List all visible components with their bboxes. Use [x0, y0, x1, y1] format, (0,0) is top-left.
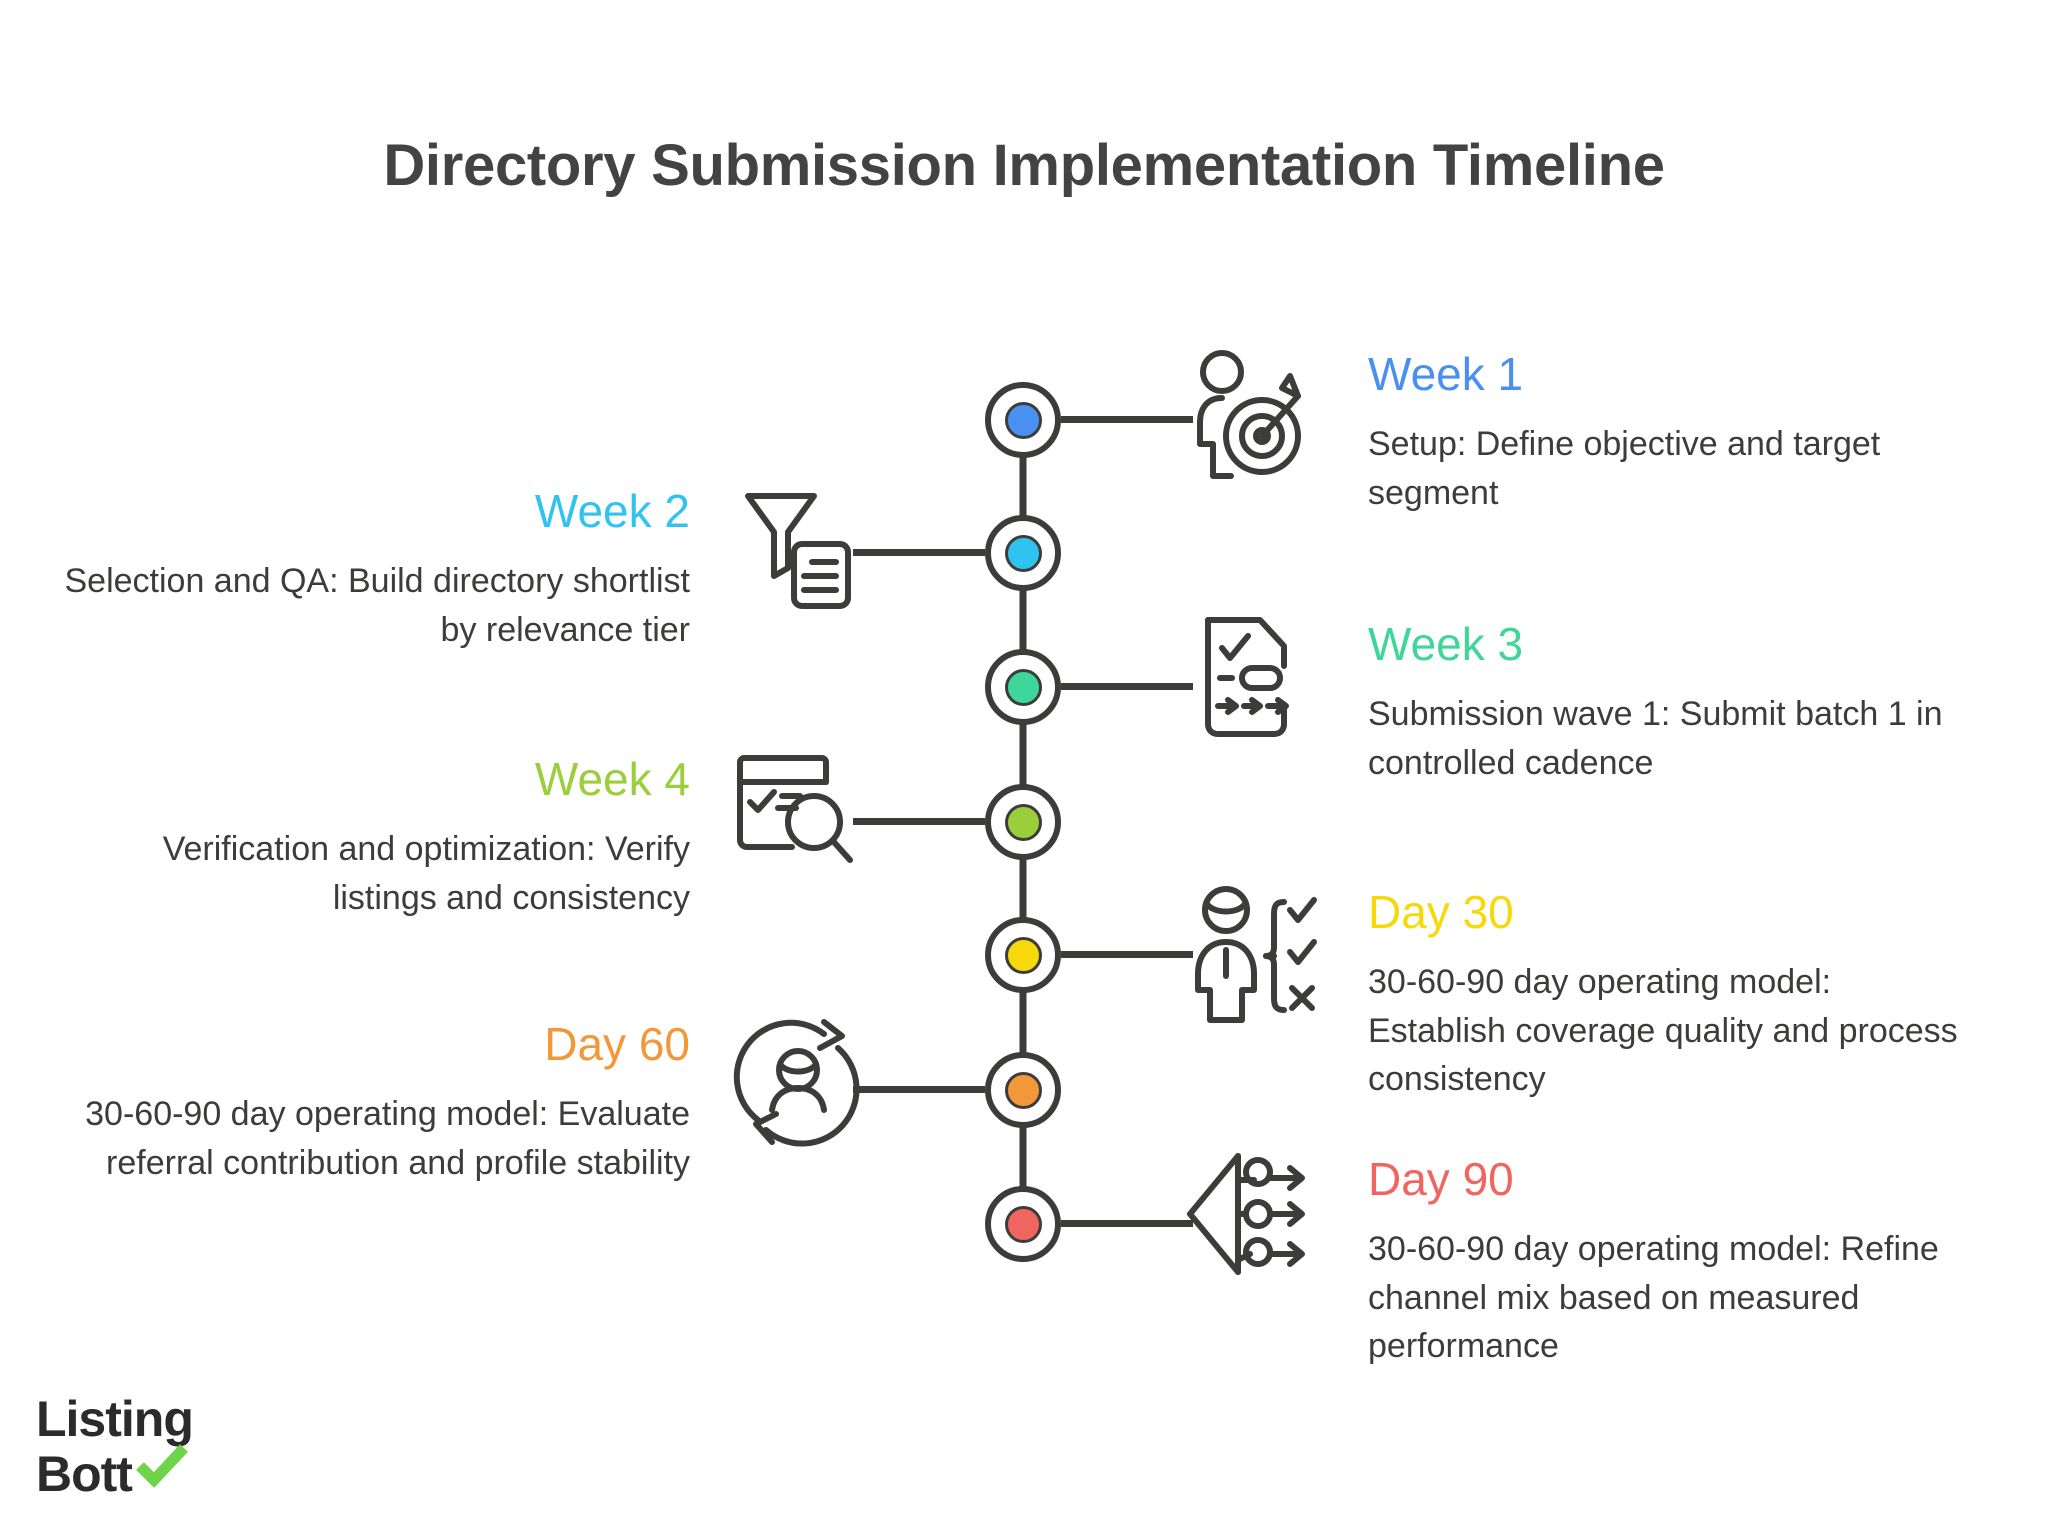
milestone-description-day30: 30-60-90 day operating model: Establish … [1368, 963, 1958, 1098]
milestone-block-day90: Day 90 30-60-90 day operating model: Ref… [1368, 1155, 1968, 1370]
timeline-node-week1[interactable] [985, 382, 1061, 458]
node-dot [1004, 1071, 1042, 1109]
funnel-distribution-arrows-icon [1182, 1148, 1322, 1282]
connector-day90 [1061, 1220, 1193, 1227]
milestone-block-week2: Week 2 Selection and QA: Build directory… [40, 487, 690, 654]
logo-line1: Listing [36, 1391, 194, 1447]
milestone-block-day60: Day 60 30-60-90 day operating model: Eva… [40, 1020, 690, 1187]
person-refresh-cycle-icon [728, 1014, 868, 1154]
milestone-block-week3: Week 3 Submission wave 1: Submit batch 1… [1368, 620, 1988, 787]
connector-week4 [853, 818, 985, 825]
timeline-node-day90[interactable] [985, 1186, 1061, 1262]
milestone-description-week2: Selection and QA: Build directory shortl… [64, 562, 690, 649]
timeline-node-week4[interactable] [985, 784, 1061, 860]
person-checklist-icon [1188, 884, 1324, 1030]
milestone-label-week3: Week 3 [1368, 618, 1524, 670]
timeline-node-day30[interactable] [985, 917, 1061, 993]
connector-day30 [1061, 951, 1193, 958]
connector-week2 [853, 549, 985, 556]
milestone-label-day90: Day 90 [1368, 1153, 1514, 1205]
milestone-description-day90: 30-60-90 day operating model: Refine cha… [1368, 1230, 1939, 1365]
connector-day60 [853, 1086, 985, 1093]
milestone-description-week3: Submission wave 1: Submit batch 1 in con… [1368, 695, 1943, 782]
node-dot [1004, 534, 1042, 572]
connector-week3 [1061, 683, 1193, 690]
logo-line2: Bott [36, 1446, 133, 1502]
milestone-label-week2: Week 2 [534, 485, 690, 537]
milestone-label-day30: Day 30 [1368, 886, 1514, 938]
milestone-block-day30: Day 30 30-60-90 day operating model: Est… [1368, 888, 1968, 1103]
node-dot [1004, 401, 1042, 439]
milestone-label-week1: Week 1 [1368, 348, 1524, 400]
funnel-document-icon [738, 482, 858, 612]
node-dot [1004, 936, 1042, 974]
node-dot [1004, 1205, 1042, 1243]
milestone-description-week4: Verification and optimization: Verify li… [162, 830, 690, 917]
milestone-description-day60: 30-60-90 day operating model: Evaluate r… [85, 1095, 690, 1182]
connector-week1 [1061, 416, 1193, 423]
node-dot [1004, 668, 1042, 706]
milestone-description-week1: Setup: Define objective and target segme… [1368, 425, 1881, 512]
timeline-node-day60[interactable] [985, 1052, 1061, 1128]
node-dot [1004, 803, 1042, 841]
milestone-block-week4: Week 4 Verification and optimization: Ve… [60, 755, 690, 922]
milestone-label-day60: Day 60 [544, 1018, 690, 1070]
timeline-node-week3[interactable] [985, 649, 1061, 725]
page-title: Directory Submission Implementation Time… [383, 133, 1665, 198]
timeline-node-week2[interactable] [985, 515, 1061, 591]
check-icon [134, 1442, 190, 1493]
milestone-label-week4: Week 4 [534, 753, 690, 805]
milestone-block-week1: Week 1 Setup: Define objective and targe… [1368, 350, 2008, 517]
browser-check-search-icon [730, 752, 860, 872]
logo: Listing Bott [36, 1391, 236, 1502]
person-target-icon [1186, 348, 1316, 488]
document-checklist-arrows-icon [1188, 612, 1308, 742]
